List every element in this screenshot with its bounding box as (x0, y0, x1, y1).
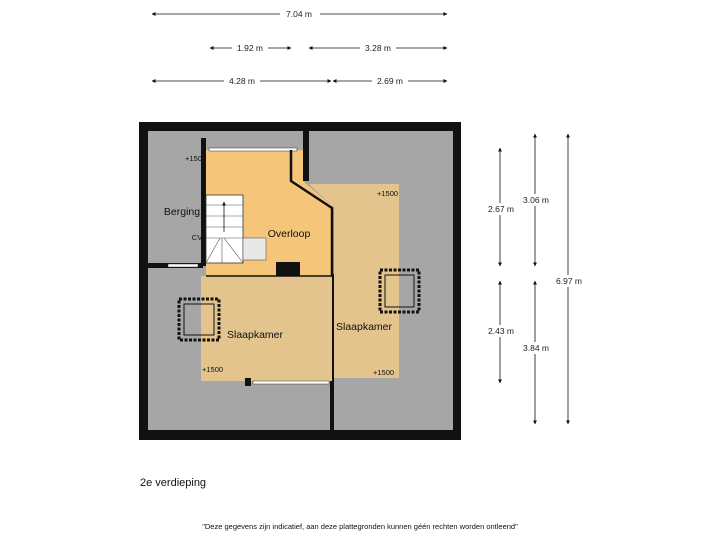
room-label-cv: CV (192, 233, 202, 242)
slaapkamer-left-floor (201, 276, 332, 381)
dimension-height-mid-top: 3.06 m (519, 133, 553, 267)
floor-name: 2e verdieping (140, 477, 207, 489)
svg-text:3.28 m: 3.28 m (365, 43, 391, 53)
skylight (378, 268, 421, 314)
svg-text:3.84 m: 3.84 m (523, 343, 549, 353)
window (167, 263, 199, 268)
svg-text:3.06 m: 3.06 m (523, 195, 549, 205)
svg-text:2.67 m: 2.67 m (488, 204, 514, 214)
svg-text:7.04 m: 7.04 m (286, 9, 312, 19)
interior-wall (303, 131, 309, 181)
height-marker: +1500 (202, 365, 223, 374)
chimney (276, 262, 300, 276)
dimension-height-inner-bottom: 2.43 m (484, 280, 518, 384)
svg-text:4.28 m: 4.28 m (229, 76, 255, 86)
height-marker: +1500 (185, 154, 206, 163)
dimension-segment-left-top: 1.92 m (209, 42, 292, 54)
room-label-berging: Berging (164, 206, 200, 218)
dimension-height-inner-top: 2.67 m (484, 147, 518, 267)
window (208, 147, 298, 152)
room-label-slaapkamer-right: Slaapkamer (336, 321, 393, 333)
utility-box (242, 237, 267, 261)
room-label-slaapkamer-left: Slaapkamer (227, 329, 284, 341)
skylight (177, 297, 221, 342)
svg-text:6.97 m: 6.97 m (556, 276, 582, 286)
staircase (205, 194, 244, 264)
svg-text:2.43 m: 2.43 m (488, 326, 514, 336)
dimension-height-mid-bottom: 3.84 m (519, 280, 553, 425)
height-marker: +1500 (377, 189, 398, 198)
dimension-segment-left-mid: 4.28 m (151, 75, 332, 87)
svg-text:2.69 m: 2.69 m (377, 76, 403, 86)
slaapkamer-right-floor (309, 184, 399, 378)
svg-text:1.92 m: 1.92 m (237, 43, 263, 53)
disclaimer: "Deze gegevens zijn indicatief, aan deze… (202, 522, 518, 531)
interior-wall (289, 150, 334, 276)
interior-wall (201, 138, 206, 266)
interior-wall (245, 378, 251, 386)
dimension-segment-right-mid: 2.69 m (332, 75, 448, 87)
window (252, 380, 330, 385)
height-marker: +1500 (373, 368, 394, 377)
dimension-total-width: 7.04 m (151, 8, 448, 20)
room-label-overloop: Overloop (268, 228, 311, 240)
dimension-segment-right-top: 3.28 m (308, 42, 448, 54)
dimension-total-height: 6.97 m (552, 133, 586, 425)
